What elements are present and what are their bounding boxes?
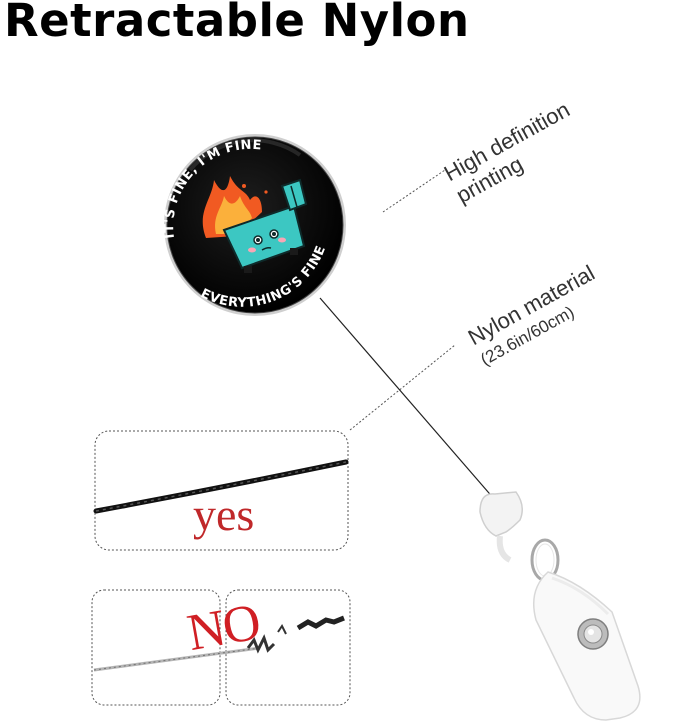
good-label: yes <box>193 489 255 540</box>
bad-label: NO <box>183 593 264 663</box>
badge-clip <box>479 491 641 721</box>
dumpster-icon <box>222 178 308 273</box>
nylon-leader-line <box>349 344 456 431</box>
retractable-cord <box>319 297 496 501</box>
good-cord-panel <box>93 430 349 551</box>
page-title: Retractable Nylon <box>4 0 470 47</box>
bad-cord-panel <box>91 589 351 706</box>
badge-button: IT'S FINE, I'M FINE EVERYTHING'S FINE <box>162 134 346 316</box>
printing-leader-line <box>382 169 446 213</box>
